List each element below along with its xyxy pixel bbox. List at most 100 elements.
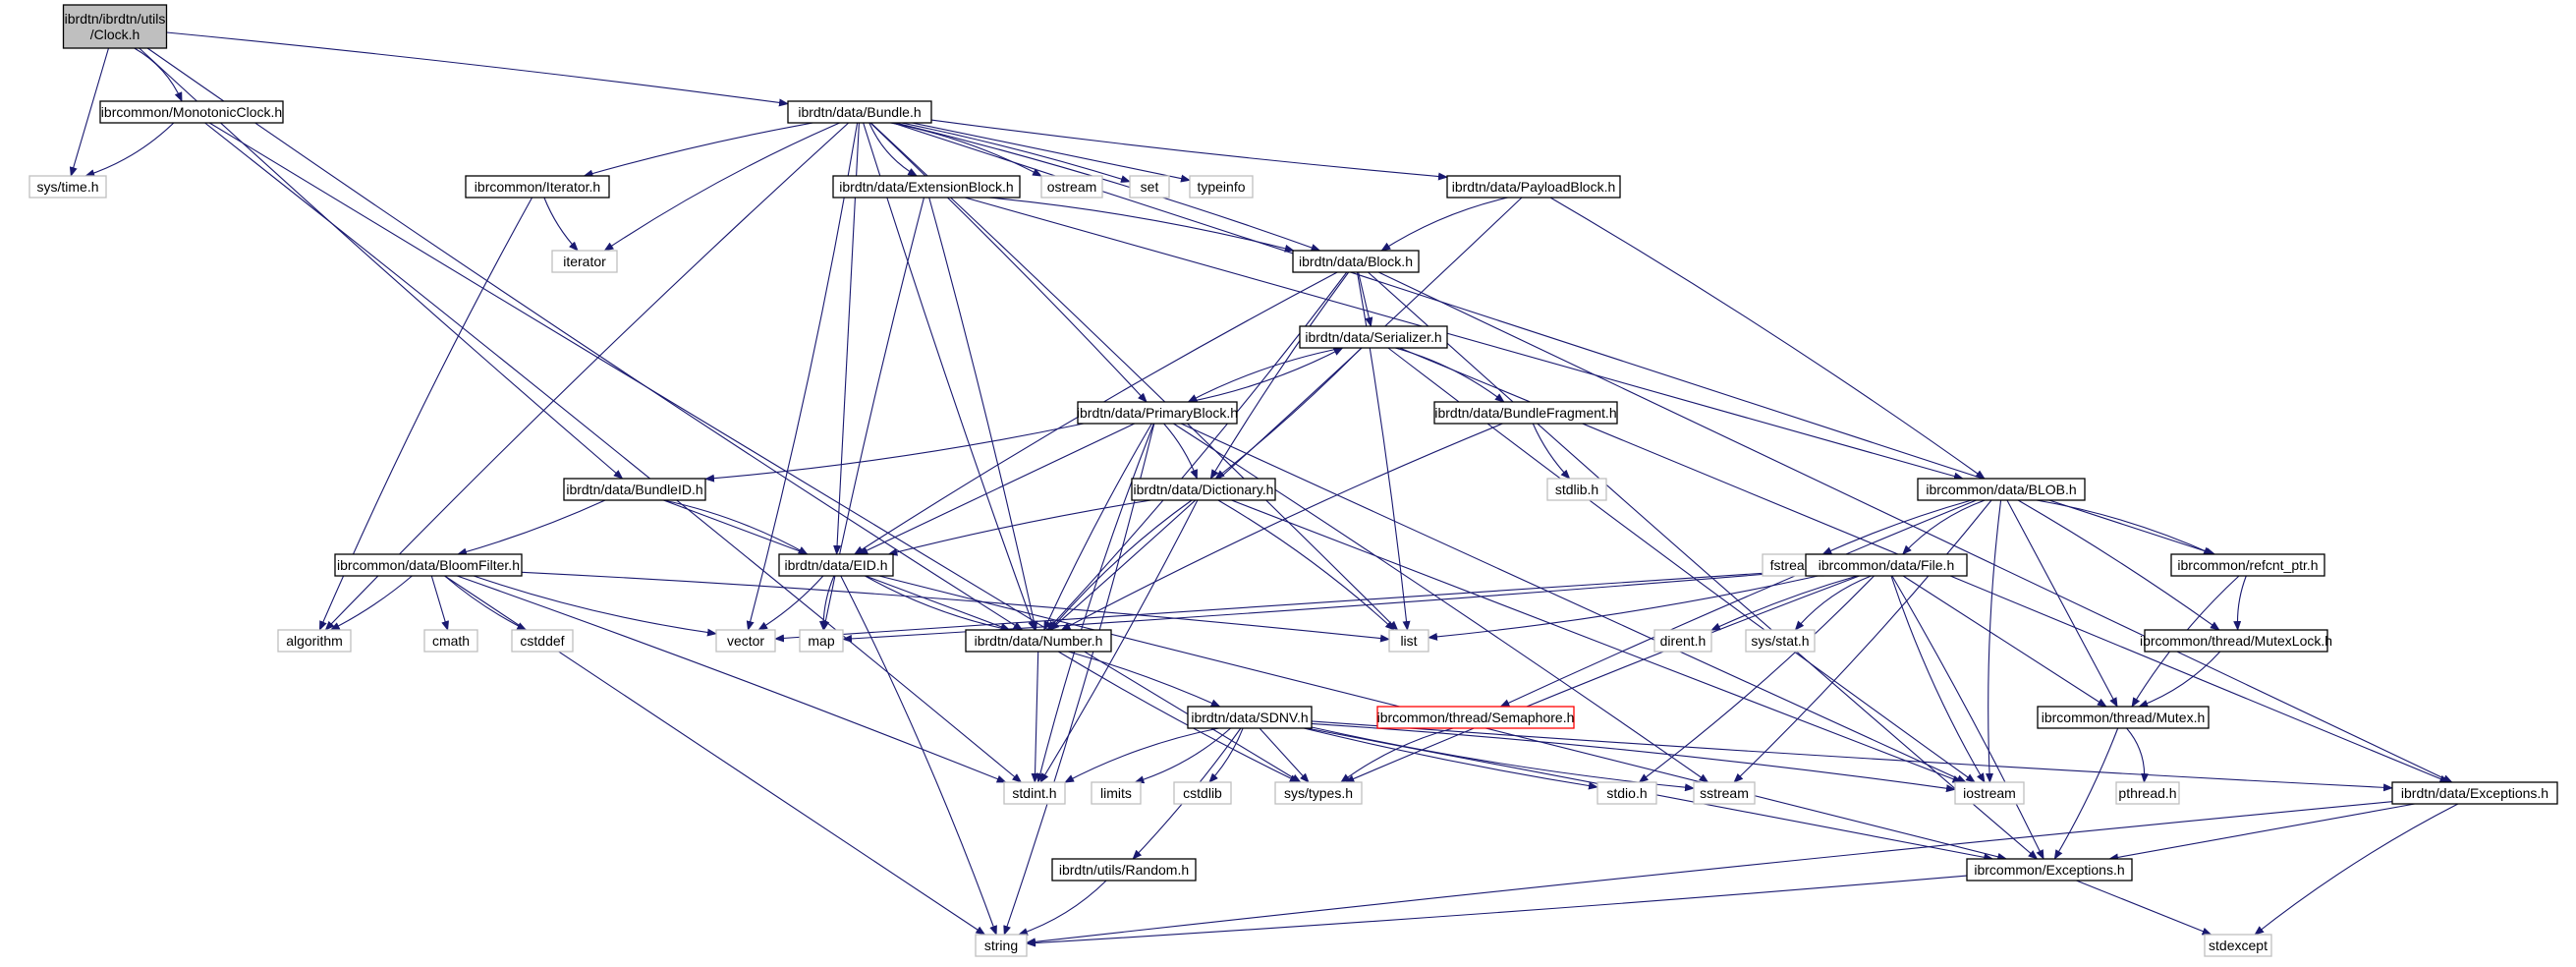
- node-box: [1129, 175, 1170, 199]
- node-label: cstdlib: [1183, 785, 1222, 801]
- node-set[interactable]: set: [1129, 175, 1170, 199]
- node-bundle[interactable]: ibrdtn/data/Bundle.h: [787, 100, 932, 124]
- node-box: [334, 553, 523, 577]
- node-label: ibrdtn/data/PrimaryBlock.h: [1077, 405, 1238, 421]
- node-systime[interactable]: sys/time.h: [28, 175, 107, 199]
- edge-block-to-number: [1046, 271, 1348, 631]
- edge-blob-to-sstream: [1733, 499, 1992, 783]
- edge-file-to-iostream: [1890, 575, 1986, 783]
- node-label: ibrcommon/data/BloomFilter.h: [337, 557, 520, 573]
- edge-bundle-to-block: [895, 122, 1321, 252]
- node-label: sys/stat.h: [1751, 633, 1809, 649]
- node-systypes[interactable]: sys/types.h: [1274, 781, 1363, 805]
- node-label: dirent.h: [1660, 633, 1707, 649]
- edge-primary-to-dictionary: [1163, 423, 1198, 480]
- node-stdio[interactable]: stdio.h: [1596, 781, 1657, 805]
- node-file[interactable]: ibrcommon/data/File.h: [1805, 553, 1968, 577]
- node-box: [787, 100, 932, 124]
- node-box: [1292, 250, 1420, 273]
- node-box: [1299, 325, 1448, 349]
- node-bloom[interactable]: ibrcommon/data/BloomFilter.h: [334, 553, 523, 577]
- node-label: sys/types.h: [1284, 785, 1353, 801]
- edge-dictionary-to-list: [1217, 499, 1395, 631]
- node-cstdlib[interactable]: cstdlib: [1173, 781, 1232, 805]
- node-stdint[interactable]: stdint.h: [1003, 781, 1066, 805]
- node-exceptions[interactable]: ibrcommon/Exceptions.h: [1966, 858, 2133, 882]
- edge-bundle-to-iteratorh: [583, 122, 813, 178]
- node-extblock[interactable]: ibrdtn/data/ExtensionBlock.h: [832, 175, 1021, 199]
- node-label: iterator: [563, 254, 606, 269]
- node-mutex[interactable]: ibrcommon/thread/Mutex.h: [2037, 706, 2210, 729]
- edge-payload-to-number: [1049, 197, 1523, 631]
- node-iostream[interactable]: iostream: [1954, 781, 2025, 805]
- edge-primary-to-sstream: [1173, 423, 1709, 783]
- edge-mutex-to-exceptions: [2053, 727, 2119, 860]
- edge-block-to-list: [1356, 271, 1411, 631]
- node-vector[interactable]: vector: [715, 629, 776, 653]
- edge-block-to-dataexc: [1377, 271, 2453, 783]
- node-string[interactable]: string: [975, 934, 1028, 957]
- edge-refcnt-to-mutexlock: [2233, 575, 2247, 631]
- node-box: [2170, 553, 2325, 577]
- edge-bundle-to-extblock: [868, 122, 919, 177]
- node-sdnv[interactable]: ibrdtn/data/SDNV.h: [1187, 706, 1313, 729]
- node-box: [99, 100, 284, 124]
- node-cmath[interactable]: cmath: [423, 629, 478, 653]
- node-label: ibrdtn/data/PayloadBlock.h: [1452, 179, 1616, 195]
- node-fragment[interactable]: ibrdtn/data/BundleFragment.h: [1433, 401, 1618, 425]
- node-label: stdlib.h: [1555, 482, 1598, 497]
- node-serializer[interactable]: ibrdtn/data/Serializer.h: [1299, 325, 1448, 349]
- node-box: [832, 175, 1021, 199]
- node-primary[interactable]: ibrdtn/data/PrimaryBlock.h: [1077, 401, 1238, 425]
- node-sysstat[interactable]: sys/stat.h: [1745, 629, 1816, 653]
- node-iterator[interactable]: iterator: [551, 250, 618, 273]
- node-sstream[interactable]: sstream: [1693, 781, 1756, 805]
- node-eid[interactable]: ibrdtn/data/EID.h: [778, 553, 894, 577]
- node-dictionary[interactable]: ibrdtn/data/Dictionary.h: [1131, 478, 1276, 501]
- edge-bloom-to-stdint: [457, 575, 1007, 783]
- node-payload[interactable]: ibrdtn/data/PayloadBlock.h: [1446, 175, 1621, 199]
- edge-dictionary-to-stdint: [1039, 499, 1199, 783]
- node-map[interactable]: map: [799, 629, 844, 653]
- node-pthread[interactable]: pthread.h: [2115, 781, 2180, 805]
- node-list[interactable]: list: [1388, 629, 1429, 653]
- node-bundleid[interactable]: ibrdtn/data/BundleID.h: [563, 478, 706, 501]
- edge-dictionary-to-number: [1049, 499, 1193, 631]
- nodes-layer: ibrdtn/ibrdtn/utils/Clock.h ibrcommon/Mon…: [28, 4, 2558, 957]
- node-clock[interactable]: ibrdtn/ibrdtn/utils/Clock.h: [62, 4, 168, 49]
- node-semaphore[interactable]: ibrcommon/thread/Semaphore.h: [1376, 706, 1575, 729]
- edge-bundle-to-ostream: [890, 122, 1042, 177]
- node-mutexlock[interactable]: ibrcommon/thread/MutexLock.h: [2140, 629, 2332, 653]
- node-ostream[interactable]: ostream: [1040, 175, 1103, 199]
- edge-mutexlock-to-mutex: [2138, 651, 2221, 708]
- node-dataexc[interactable]: ibrdtn/data/Exceptions.h: [2391, 781, 2558, 805]
- node-random[interactable]: ibrdtn/utils/Random.h: [1051, 858, 1197, 882]
- node-typeinfo[interactable]: typeinfo: [1189, 175, 1254, 199]
- node-number[interactable]: ibrdtn/data/Number.h: [965, 629, 1112, 653]
- node-box: [1693, 781, 1756, 805]
- node-limits[interactable]: limits: [1091, 781, 1142, 805]
- node-blob[interactable]: ibrcommon/data/BLOB.h: [1917, 478, 2086, 501]
- node-label: cstddef: [520, 633, 564, 649]
- node-box: [1917, 478, 2086, 501]
- node-monotonic[interactable]: ibrcommon/MonotonicClock.h: [99, 100, 284, 124]
- node-dirent[interactable]: dirent.h: [1653, 629, 1712, 653]
- edge-bundle-to-payload: [930, 119, 1448, 181]
- node-label: ibrdtn/data/Exceptions.h: [2401, 785, 2548, 801]
- edge-blob-to-fstream: [1821, 499, 1972, 555]
- edge-block-to-exceptions: [1368, 271, 2039, 860]
- node-stdexcept[interactable]: stdexcept: [2204, 934, 2272, 957]
- edge-fragment-to-stdlib: [1532, 423, 1571, 480]
- node-refcnt[interactable]: ibrcommon/refcnt_ptr.h: [2170, 553, 2325, 577]
- node-iteratorh[interactable]: ibrcommon/Iterator.h: [465, 175, 610, 199]
- node-cstddef[interactable]: cstddef: [511, 629, 574, 653]
- edge-payload-to-block: [1380, 197, 1508, 252]
- node-box: [2115, 781, 2180, 805]
- node-label: ibrdtn/data/Serializer.h: [1305, 329, 1441, 345]
- node-stdlib[interactable]: stdlib.h: [1546, 478, 1607, 501]
- node-block[interactable]: ibrdtn/data/Block.h: [1292, 250, 1420, 273]
- edge-bundle-to-primary: [869, 122, 1148, 403]
- node-label: ibrdtn/data/ExtensionBlock.h: [839, 179, 1013, 195]
- node-algorithm[interactable]: algorithm: [277, 629, 352, 653]
- edge-exceptions-to-string: [1026, 875, 1968, 947]
